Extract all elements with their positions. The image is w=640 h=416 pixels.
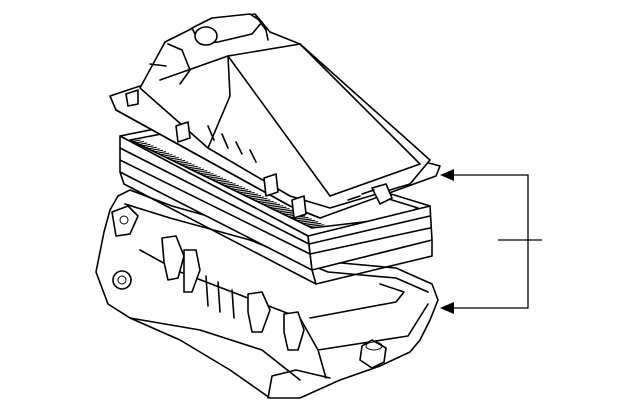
pleat-line	[135, 140, 144, 144]
pleat-line	[214, 178, 227, 182]
pleat-line	[266, 203, 281, 207]
pleat-line	[151, 148, 160, 151]
arrow-to-lower-housing	[440, 302, 454, 314]
housing-clips	[161, 235, 305, 351]
pleat-line	[299, 219, 315, 223]
pleat-line	[132, 139, 141, 143]
pleat-line	[217, 180, 230, 184]
pleat-line	[269, 205, 284, 209]
upper-cover[interactable]	[109, 13, 441, 219]
pleat-line	[166, 155, 176, 159]
pleat-line	[233, 187, 246, 191]
pleat-line	[208, 175, 220, 179]
arrow-to-cover	[440, 169, 454, 181]
pleat-line	[157, 151, 167, 154]
pleat-line	[236, 189, 249, 192]
pleat-line	[181, 162, 192, 166]
pleat-line	[190, 167, 201, 170]
pleat-line	[163, 154, 173, 157]
pleat-line	[160, 152, 170, 156]
pleat-line	[245, 193, 258, 197]
pleat-line	[293, 216, 309, 220]
pleat-line	[257, 199, 271, 203]
pleat-line	[175, 159, 186, 163]
pleat-line	[187, 165, 198, 169]
pleat-line	[169, 157, 179, 160]
pleat-line	[202, 173, 214, 176]
pleat-line	[226, 184, 239, 188]
pleat-line	[275, 208, 290, 211]
pleat-line	[251, 196, 265, 200]
pleat-line	[302, 221, 319, 225]
pleat-line	[199, 171, 211, 175]
lower-housing[interactable]	[95, 189, 439, 399]
pleat-line	[248, 194, 262, 198]
pleat-line	[242, 192, 255, 195]
pleat-line	[223, 183, 236, 187]
pleat-line	[239, 190, 252, 194]
pleat-line	[308, 224, 325, 228]
filter-pleats	[132, 139, 325, 228]
callout-bracket	[440, 169, 542, 314]
pleat-line	[139, 142, 148, 145]
pleat-line	[260, 200, 274, 204]
pleat-line	[278, 209, 293, 213]
pleat-line	[142, 143, 151, 147]
pleat-line	[148, 146, 157, 150]
pleat-line	[196, 170, 208, 173]
pleat-line	[211, 177, 224, 181]
pleat-line	[184, 164, 195, 167]
pleat-line	[305, 222, 322, 226]
pleat-line	[172, 158, 182, 162]
pleat-line	[296, 218, 312, 222]
pleat-line	[205, 174, 217, 178]
pleat-line	[230, 186, 243, 189]
pleat-line	[178, 161, 189, 165]
pleat-line	[145, 145, 154, 148]
pleat-line	[154, 149, 163, 153]
bolt-boss	[112, 270, 132, 290]
pleat-line	[263, 202, 277, 206]
pleat-line	[254, 197, 268, 201]
cover-clips	[125, 89, 393, 219]
pleat-line	[220, 181, 233, 185]
pleat-line	[272, 206, 287, 210]
pleat-line	[193, 168, 205, 172]
